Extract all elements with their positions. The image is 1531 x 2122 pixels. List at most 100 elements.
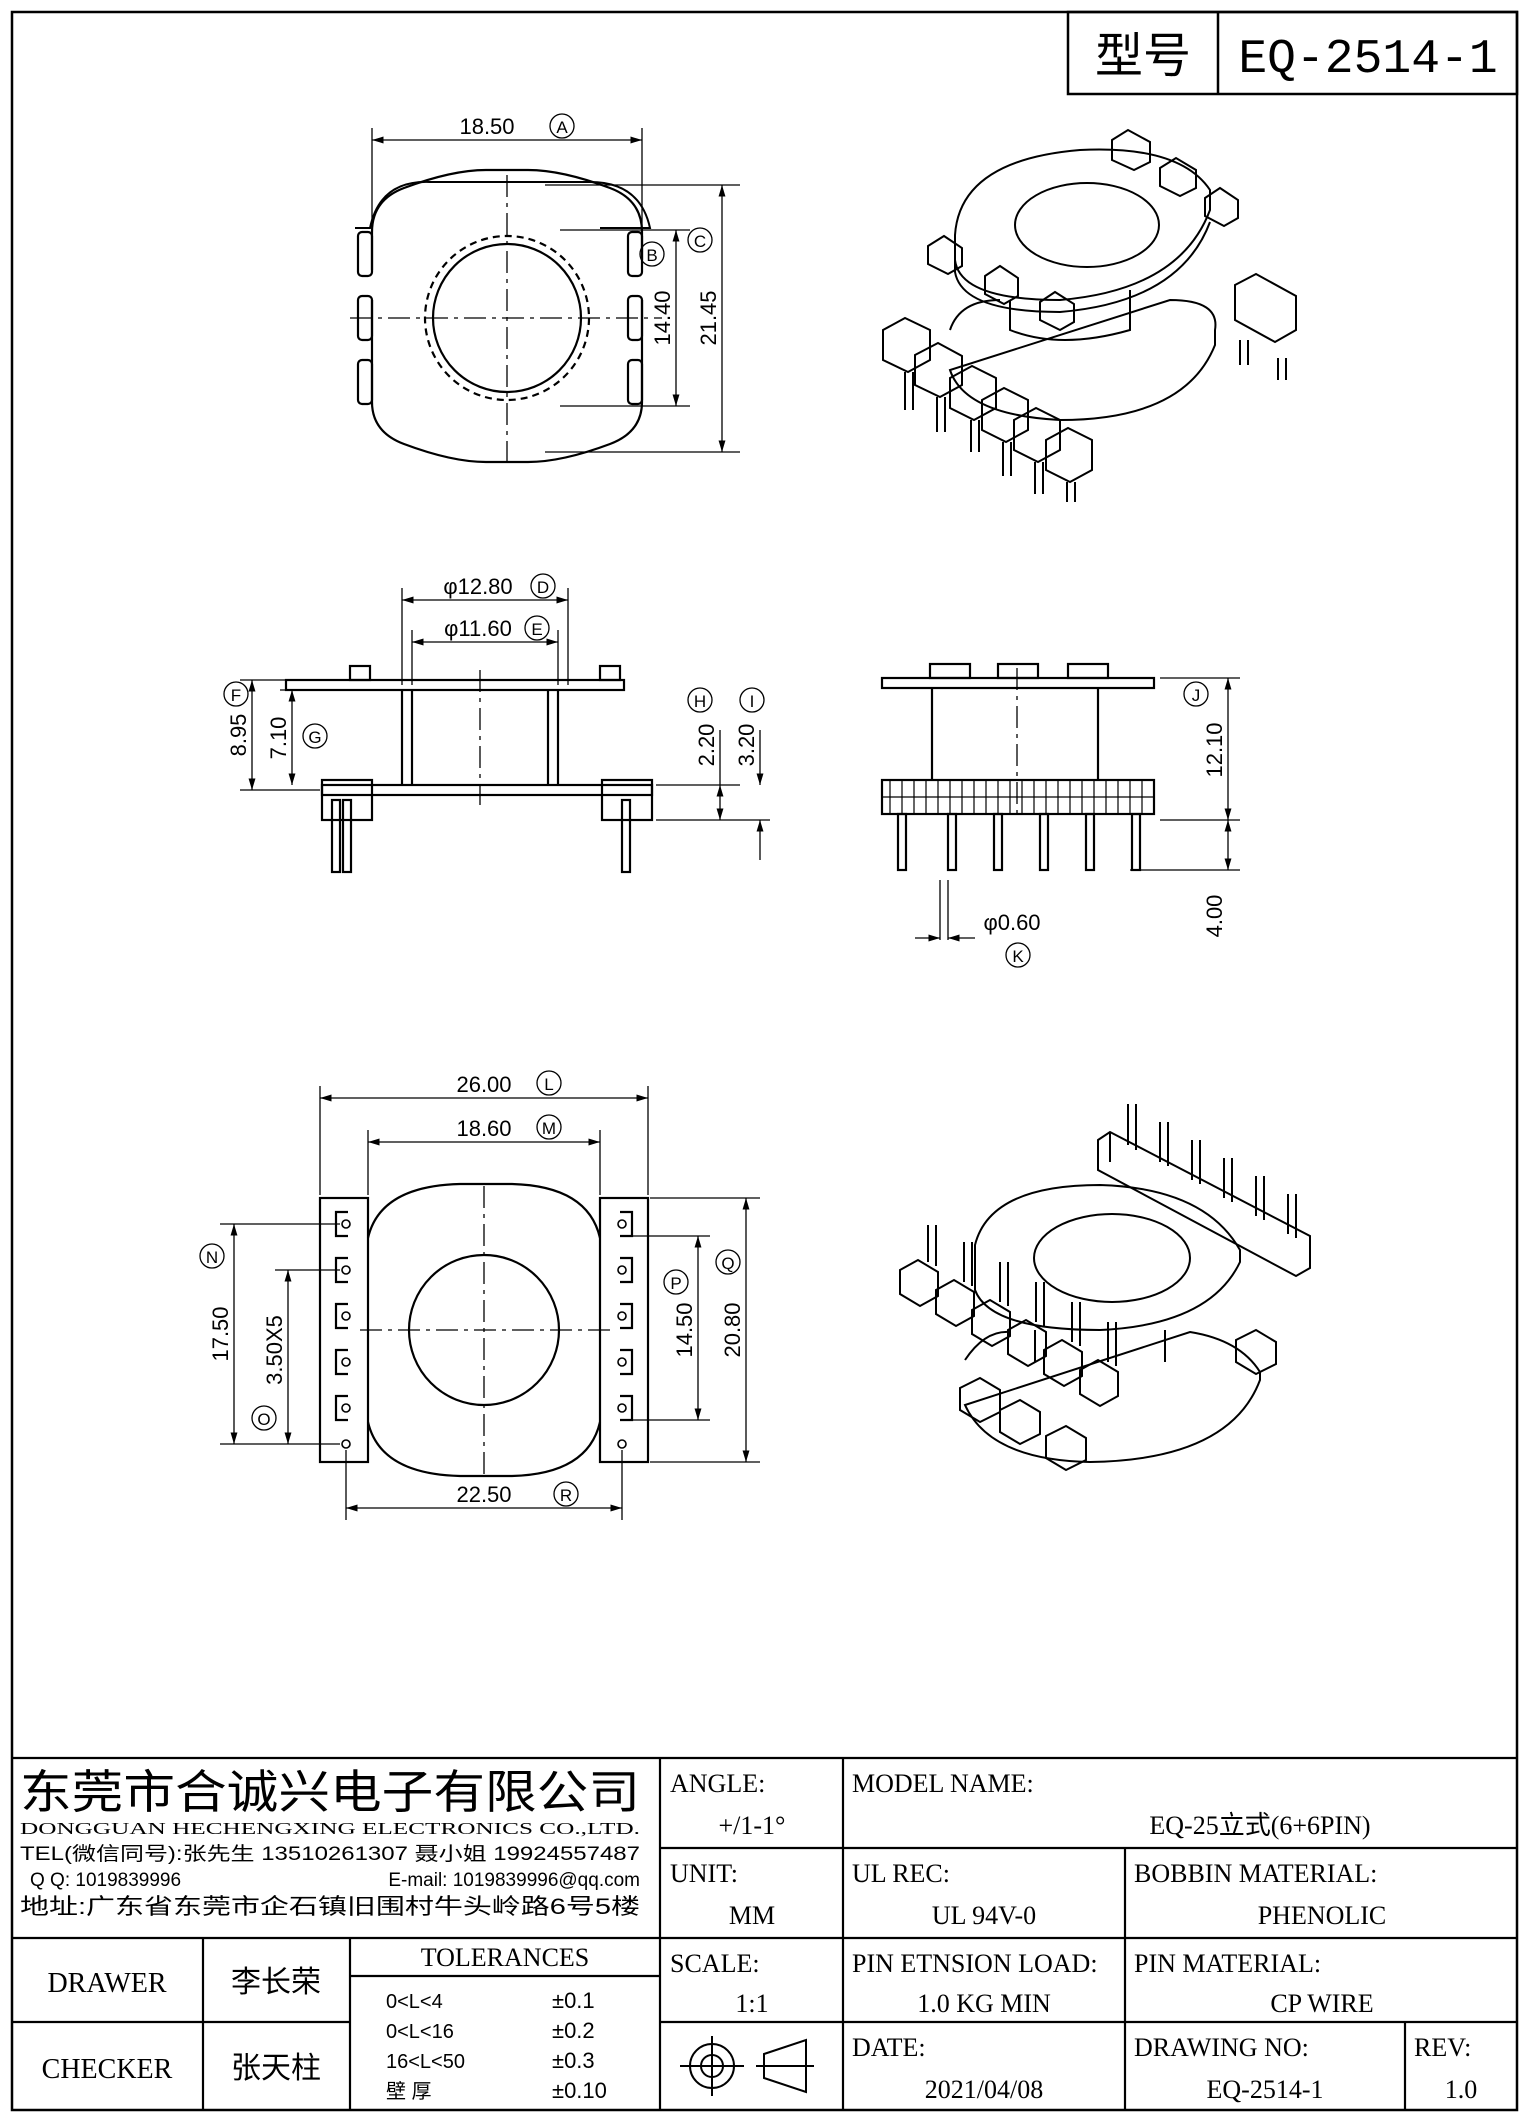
dim-A-balloon (549, 113, 575, 139)
bobbin-material-label: BOBBIN MATERIAL: (1134, 1859, 1377, 1888)
dim-B-value: 14.40 (650, 290, 675, 345)
dim-C-letter: C (694, 232, 706, 251)
rev-value: 1.0 (1445, 2075, 1478, 2104)
unit-label: UNIT: (670, 1859, 738, 1888)
dim-N-letter: N (206, 1248, 218, 1267)
company-name-cn: 东莞市合诚兴电子有限公司 (20, 1767, 640, 1818)
pin-material-value: CP WIRE (1270, 1989, 1373, 2018)
sheet-border (10, 10, 1519, 2112)
top-view-body (356, 168, 644, 464)
model-label: 型号 (1095, 30, 1191, 83)
dim-J-balloon (1183, 681, 1209, 707)
dim-B-letter: B (646, 246, 657, 265)
dim-E-letter: E (531, 620, 542, 639)
dim-O-letter: O (257, 1410, 270, 1429)
scale-label: SCALE: (670, 1949, 760, 1978)
dim-D-value: φ12.80 (443, 574, 512, 599)
dim-D-letter: D (537, 578, 549, 597)
front-view-dims (240, 588, 770, 860)
iso-view-top (882, 128, 1297, 502)
company-tel: TEL(微信同号):张先生 13510261307 聂小姐 1992455748… (20, 1843, 640, 1865)
dim-F-letter: F (231, 686, 241, 705)
company-name-en: DONGGUAN HECHENGXING ELECTRONICS CO.,LTD… (20, 1819, 640, 1838)
pin-load-label: PIN ETNSION LOAD: (852, 1949, 1098, 1978)
dim-M-letter: M (542, 1119, 556, 1138)
company-email: E-mail: 1019839996@qq.com (388, 1870, 640, 1891)
tolerance-range-4: 壁 厚 (386, 2080, 432, 2103)
dim-M-balloon (536, 1114, 562, 1140)
dim-K-letter: K (1012, 947, 1024, 966)
dim-K-balloon (1005, 942, 1031, 968)
projection-symbol-icon (680, 2036, 814, 2096)
dim-H-letter: H (694, 692, 706, 711)
dim-N-balloon (199, 1243, 225, 1269)
dim-L-balloon (536, 1070, 562, 1096)
angle-label: ANGLE: (670, 1769, 765, 1798)
dim-O-value: 3.50X5 (262, 1315, 287, 1385)
dim-D-balloon (530, 573, 556, 599)
bottom-view-dim-text: 26.00 L 18.60 M 22.50 R 17.50 N 3.50X5 O… (199, 1070, 745, 1507)
side-view-dims (915, 677, 1240, 942)
drawing-no-value: EQ-2514-1 (1207, 2075, 1324, 2104)
tolerance-range-1: 0<L<4 (386, 1991, 443, 2013)
dim-F-value: 8.95 (226, 714, 251, 757)
dim-R-balloon (553, 1481, 579, 1507)
dim-C-value: 21.45 (696, 290, 721, 345)
unit-value: MM (729, 1901, 775, 1930)
drawing-no-label: DRAWING NO: (1134, 2033, 1309, 2062)
tolerance-value-2: ±0.2 (552, 2018, 595, 2043)
model-name-label: MODEL NAME: (852, 1769, 1034, 1798)
dim-K-value: φ0.60 (983, 910, 1040, 935)
top-view-centerlines (350, 175, 662, 465)
ul-rec-label: UL REC: (852, 1859, 950, 1888)
dim-Q-letter: Q (721, 1254, 734, 1273)
dim-I-value: 3.20 (734, 724, 759, 767)
drawer-value: 李长荣 (231, 1966, 321, 1999)
dim-J-value: 12.10 (1202, 722, 1227, 777)
pin-material-label: PIN MATERIAL: (1134, 1949, 1321, 1978)
company-address: 地址:广东省东莞市企石镇旧围村牛头岭路6号5楼 (20, 1894, 640, 1919)
date-value: 2021/04/08 (925, 2075, 1043, 2104)
tolerance-range-2: 0<L<16 (386, 2021, 454, 2043)
dim-H-balloon (687, 687, 713, 713)
dim-L-letter: L (544, 1075, 553, 1094)
dim-R-value: 22.50 (456, 1482, 511, 1507)
date-label: DATE: (852, 2033, 926, 2062)
dim-E-value: φ11.60 (444, 616, 512, 641)
dim-G-letter: G (308, 728, 321, 747)
title-block-text: 东莞市合诚兴电子有限公司 DONGGUAN HECHENGXING ELECTR… (20, 1767, 1477, 2104)
drawer-label: DRAWER (47, 1968, 166, 1999)
dim-Q-value: 20.80 (720, 1302, 745, 1357)
dim-G-value: 7.10 (266, 717, 291, 760)
checker-value: 张天柱 (231, 2052, 321, 2085)
bottom-view-dims (220, 1086, 760, 1520)
dim-O-balloon (251, 1405, 277, 1431)
tolerance-range-3: 16<L<50 (386, 2051, 465, 2073)
dim-N-value: 17.50 (208, 1306, 233, 1361)
tolerance-value-4: ±0.10 (552, 2078, 607, 2103)
dim-E-balloon (524, 615, 550, 641)
tolerance-value-3: ±0.3 (552, 2048, 595, 2073)
company-qq: Q Q: 1019839996 (30, 1870, 181, 1891)
dim-P-letter: P (670, 1274, 681, 1293)
side-view (880, 662, 1156, 872)
dim-P-balloon (663, 1269, 689, 1295)
model-name-value: EQ-25立式(6+6PIN) (1149, 1811, 1370, 1840)
dim-H-value: 2.20 (694, 724, 719, 767)
dim-B-balloon (639, 241, 665, 267)
dim-I-letter: I (750, 692, 755, 711)
dim-P-value: 14.50 (672, 1302, 697, 1357)
top-view (355, 180, 652, 229)
front-view-dim-text: φ12.80 D φ11.60 E 8.95 F 7.10 G 2.20 H 3… (223, 573, 765, 767)
title-block (12, 1756, 1517, 2110)
model-box: 型号 EQ-2514-1 (1066, 10, 1519, 96)
top-view-dim-text: 18.50 A 14.40 B 21.45 C (459, 113, 721, 346)
dim-L-value: 26.00 (456, 1072, 511, 1097)
bottom-view-centerlines (360, 1186, 610, 1476)
model-value: EQ-2514-1 (1238, 33, 1497, 87)
dim-F-balloon (223, 681, 249, 707)
pin-load-value: 1.0 KG MIN (917, 1989, 1051, 2018)
ul-rec-value: UL 94V-0 (932, 1901, 1036, 1930)
dim-A-letter: A (556, 118, 568, 137)
